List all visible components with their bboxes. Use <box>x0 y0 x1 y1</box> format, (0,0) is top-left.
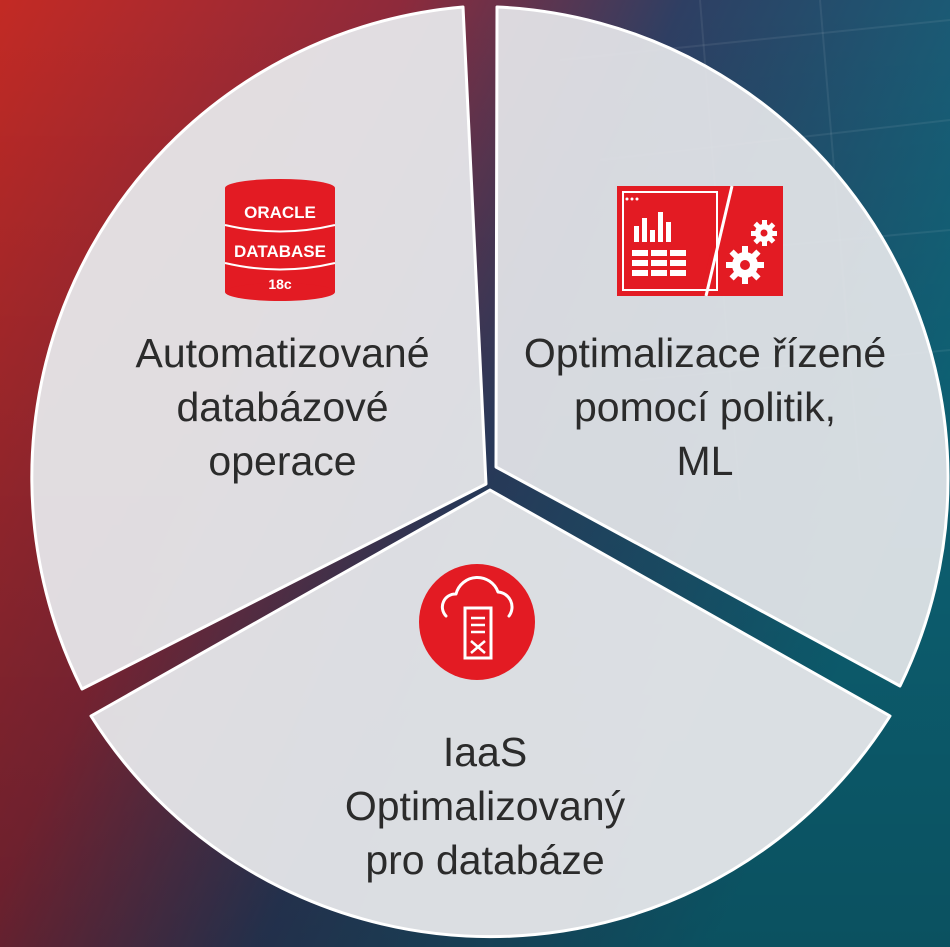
dashboard-gears-icon <box>617 185 783 297</box>
segment-right-label: Optimalizace řízené pomocí politik, ML <box>495 326 915 488</box>
oracle-logo-line3: 18c <box>268 276 292 292</box>
segment-right-line-2: pomocí politik, <box>573 384 837 430</box>
segment-bottom-line-3: pro databáze <box>365 837 605 883</box>
segment-left-line-2: databázové <box>176 384 389 430</box>
segment-right <box>494 5 950 688</box>
segment-right-line-1: Optimalizace řízené <box>523 330 887 376</box>
segment-bottom-label: IaaS Optimalizovaný pro databáze <box>290 725 680 887</box>
segment-right-line-3: ML <box>676 438 734 484</box>
cloud-server-icon <box>419 564 535 680</box>
segment-bottom-line-2: Optimalizovaný <box>344 783 626 829</box>
segment-bottom <box>89 488 892 939</box>
segment-left <box>30 5 488 691</box>
segment-left-line-3: operace <box>208 438 357 484</box>
segment-bottom-line-1: IaaS <box>442 729 528 775</box>
oracle-logo-line2: DATABASE <box>234 242 326 261</box>
oracle-logo-line1: ORACLE <box>244 203 316 222</box>
oracle-database-18c-icon: ORACLE DATABASE 18c <box>224 179 336 301</box>
segment-left-line-1: Automatizované <box>135 330 430 376</box>
segment-left-label: Automatizované databázové operace <box>105 326 460 488</box>
